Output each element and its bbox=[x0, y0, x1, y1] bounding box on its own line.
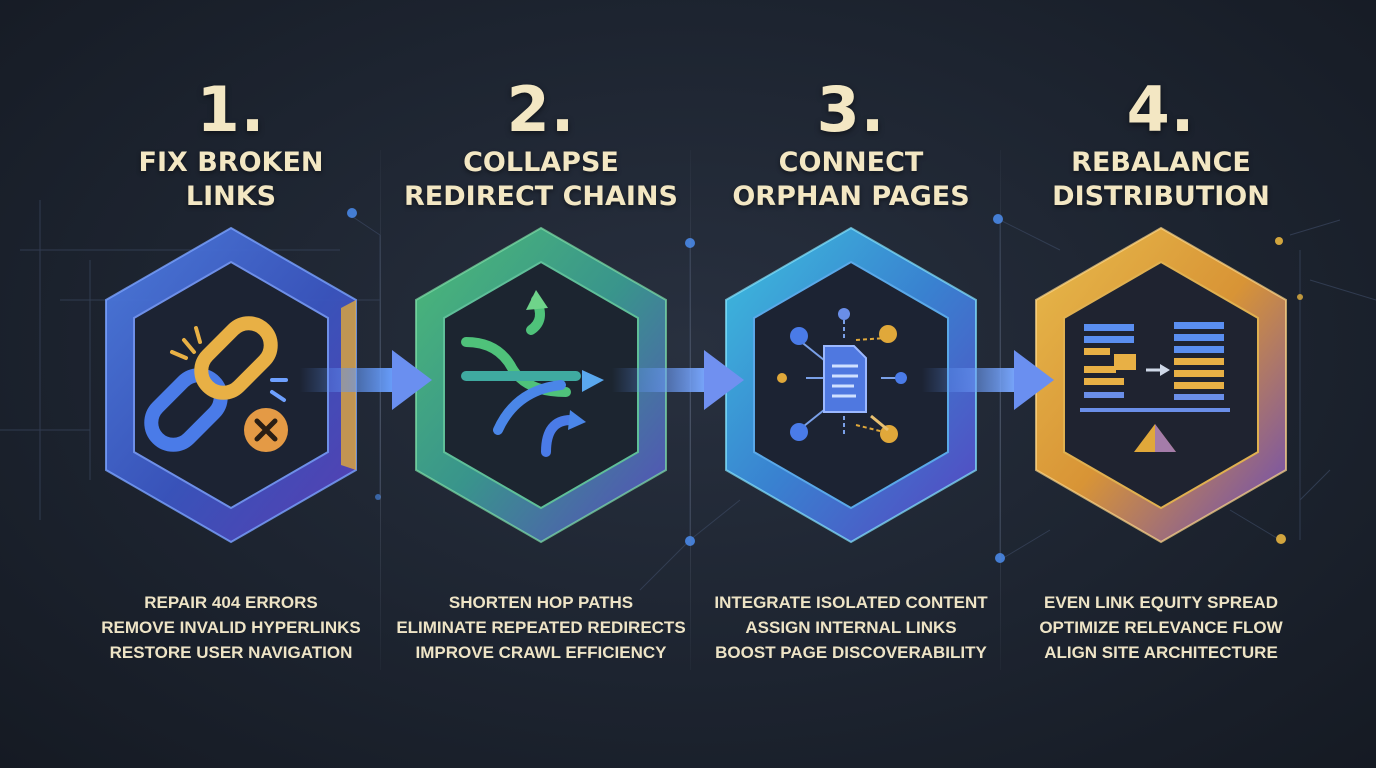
step-number: 4. bbox=[1126, 73, 1196, 146]
step-title-line: REDIRECT CHAINS bbox=[404, 181, 678, 212]
connector-arrow-2 bbox=[612, 350, 744, 410]
description-line: IMPROVE CRAWL EFFICIENCY bbox=[415, 643, 667, 662]
connector-arrow-1 bbox=[300, 350, 432, 410]
step-description: SHORTEN HOP PATHS ELIMINATE REPEATED RED… bbox=[386, 590, 696, 665]
description-line: RESTORE USER NAVIGATION bbox=[109, 643, 353, 662]
description-line: SHORTEN HOP PATHS bbox=[448, 593, 634, 612]
step-title-line: COLLAPSE bbox=[463, 147, 619, 178]
description-line: ASSIGN INTERNAL LINKS bbox=[745, 618, 957, 637]
step-title-line: REBALANCE bbox=[1071, 147, 1251, 178]
step-title-line: ORPHAN PAGES bbox=[732, 181, 970, 212]
step-number: 2. bbox=[506, 73, 576, 146]
balance-bars-icon bbox=[1080, 322, 1230, 452]
step-description: REPAIR 404 ERRORS REMOVE INVALID HYPERLI… bbox=[76, 590, 386, 665]
step-2: 2. COLLAPSE REDIRECT CHAINS bbox=[386, 0, 696, 768]
step-4: 4. REBALANCE DISTRIBUTION bbox=[1006, 0, 1316, 768]
connector-arrow-3 bbox=[922, 350, 1054, 410]
step-1: 1. FIX BROKEN LINKS bbox=[76, 0, 386, 768]
step-description: INTEGRATE ISOLATED CONTENT ASSIGN INTERN… bbox=[696, 590, 1006, 665]
description-line: ELIMINATE REPEATED REDIRECTS bbox=[396, 618, 686, 637]
step-title-line: DISTRIBUTION bbox=[1052, 181, 1270, 212]
divider-3 bbox=[1000, 150, 1001, 670]
step-title: REBALANCE DISTRIBUTION bbox=[1006, 146, 1316, 214]
step-title: CONNECT ORPHAN PAGES bbox=[696, 146, 1006, 214]
description-line: BOOST PAGE DISCOVERABILITY bbox=[715, 643, 987, 662]
step-number: 3. bbox=[816, 73, 886, 146]
divider-2 bbox=[690, 150, 691, 670]
description-line: INTEGRATE ISOLATED CONTENT bbox=[714, 593, 988, 612]
divider-1 bbox=[380, 150, 381, 670]
step-title-line: CONNECT bbox=[778, 147, 924, 178]
merge-redirect-icon bbox=[461, 290, 604, 457]
broken-link-icon bbox=[144, 316, 288, 452]
description-line: REMOVE INVALID HYPERLINKS bbox=[101, 618, 361, 637]
step-3: 3. CONNECT ORPHAN PAGES bbox=[696, 0, 1006, 768]
description-line: OPTIMIZE RELEVANCE FLOW bbox=[1039, 618, 1283, 637]
step-title-line: LINKS bbox=[185, 181, 277, 212]
step-title: FIX BROKEN LINKS bbox=[76, 146, 386, 214]
description-line: ALIGN SITE ARCHITECTURE bbox=[1044, 643, 1278, 662]
step-title: COLLAPSE REDIRECT CHAINS bbox=[386, 146, 696, 214]
step-description: EVEN LINK EQUITY SPREAD OPTIMIZE RELEVAN… bbox=[1006, 590, 1316, 665]
description-line: EVEN LINK EQUITY SPREAD bbox=[1044, 593, 1278, 612]
step-number: 1. bbox=[196, 73, 266, 146]
step-title-line: FIX BROKEN bbox=[138, 147, 324, 178]
document-network-icon bbox=[777, 308, 907, 443]
description-line: REPAIR 404 ERRORS bbox=[144, 593, 318, 612]
